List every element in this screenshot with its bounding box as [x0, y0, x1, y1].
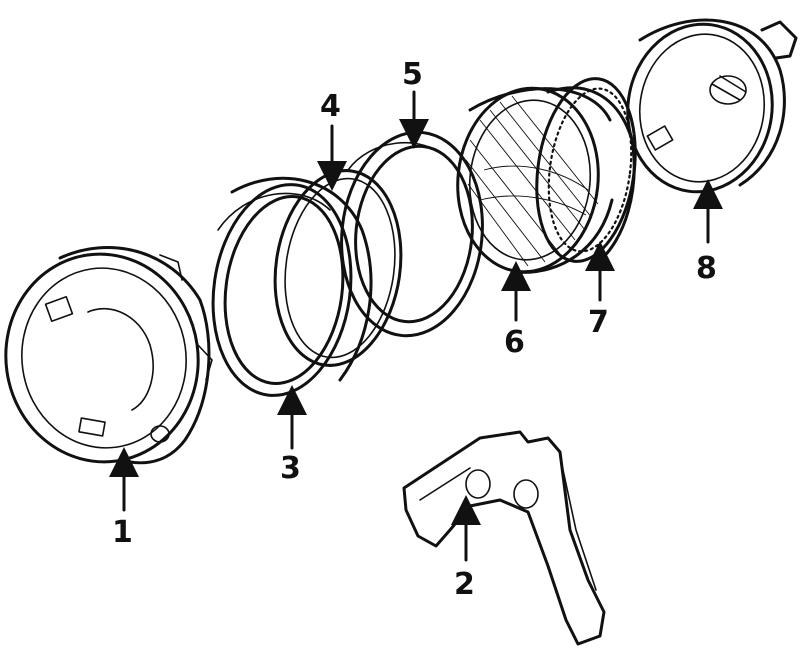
- callout-leaders: [109, 90, 723, 562]
- callout-number-4: 4: [320, 89, 341, 124]
- part-3-retaining-ring: [211, 176, 373, 397]
- callout-number-7: 7: [588, 305, 609, 340]
- part-8-rear-housing: [626, 18, 798, 194]
- part-1-mounting-bucket: [4, 246, 213, 465]
- callout-numbers: 1 2 3 4 5 6 7 8: [112, 57, 717, 602]
- part-7-adjusting-ring: [535, 77, 637, 264]
- callout-number-1: 1: [112, 515, 133, 550]
- callout-number-8: 8: [696, 251, 717, 286]
- callout-number-5: 5: [402, 57, 423, 92]
- part-4-gasket-ring: [273, 169, 403, 367]
- part-2-mounting-bracket: [402, 430, 606, 646]
- callout-number-6: 6: [504, 325, 525, 360]
- callout-number-3: 3: [280, 451, 301, 486]
- callout-number-2: 2: [454, 567, 475, 602]
